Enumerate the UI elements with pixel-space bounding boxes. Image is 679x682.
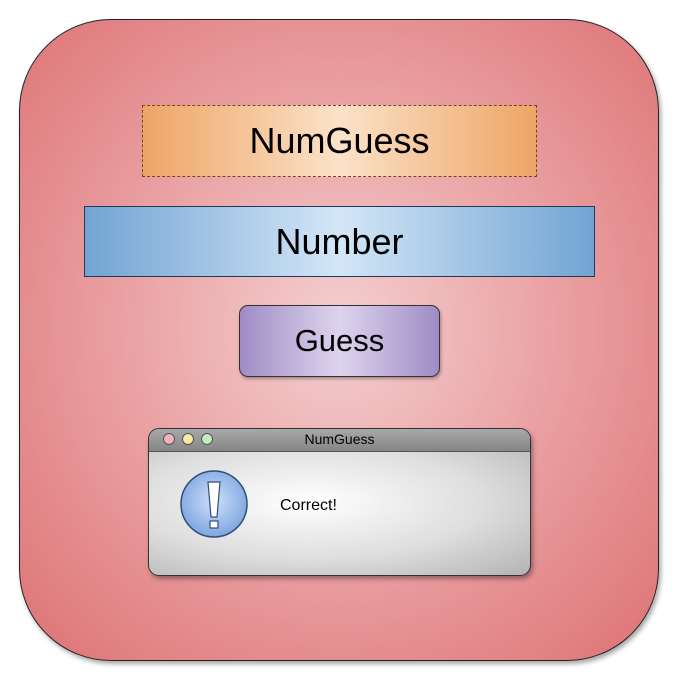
app-title-text: NumGuess [249, 120, 430, 161]
maximize-window-icon[interactable] [201, 433, 213, 445]
alert-dialog: NumGuess Correct! [148, 428, 531, 576]
number-input-text: Number [275, 220, 404, 262]
guess-button[interactable]: Guess [239, 305, 440, 377]
app-title-label: NumGuess [142, 105, 537, 177]
close-window-icon[interactable] [163, 433, 175, 445]
dialog-titlebar[interactable]: NumGuess [149, 429, 530, 452]
exclamation-alert-icon [180, 470, 248, 538]
dialog-title: NumGuess [304, 431, 375, 447]
minimize-window-icon[interactable] [182, 433, 194, 445]
dialog-message: Correct! [280, 497, 337, 514]
number-input[interactable]: Number [84, 206, 595, 277]
guess-button-label: Guess [294, 323, 385, 358]
